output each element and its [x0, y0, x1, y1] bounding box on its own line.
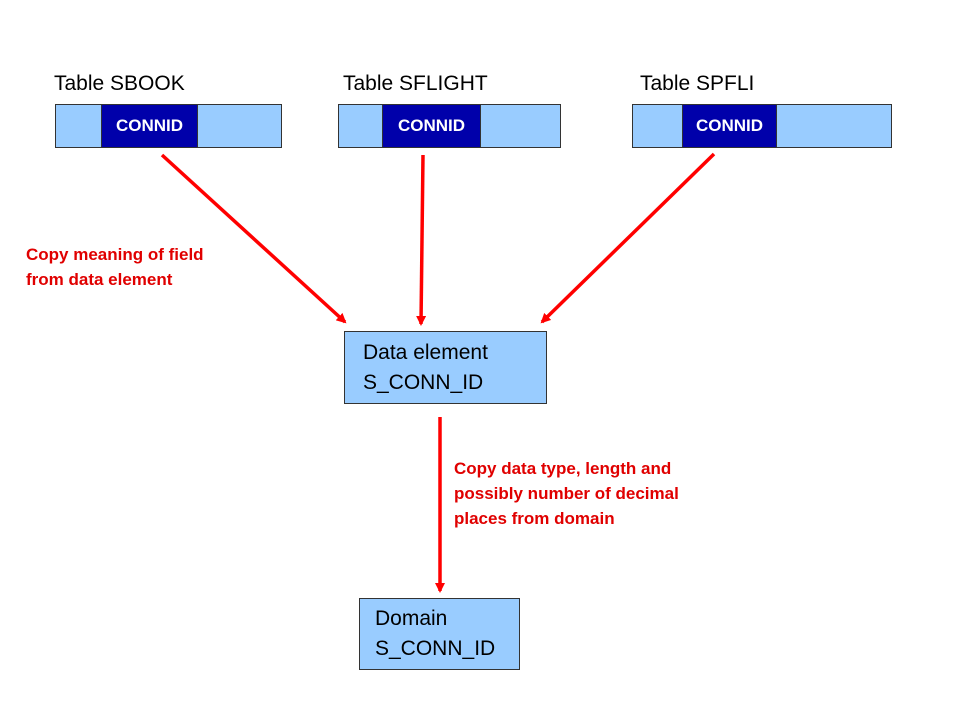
table-sbook-connid-field: CONNID	[101, 104, 198, 148]
datatype-annotation-line-1: Copy data type, length and	[454, 459, 672, 478]
meaning-annotation-line-2: from data element	[26, 270, 173, 289]
table-sbook-bar: CONNID	[55, 104, 282, 148]
data-element-label: Data element	[363, 341, 488, 364]
data-element-name: S_CONN_ID	[363, 371, 484, 394]
datatype-annotation-line-3: places from domain	[454, 509, 615, 528]
domain-label: Domain	[375, 607, 448, 630]
datatype-annotation-line-2: possibly number of decimal	[454, 484, 679, 503]
table-sflight-title: Table SFLIGHT	[343, 72, 488, 95]
arrow-spfli-to-data-element	[540, 152, 716, 324]
data-element-box: Data element S_CONN_ID	[344, 331, 547, 404]
table-spfli-connid-field: CONNID	[682, 104, 777, 148]
arrow-sflight-to-data-element	[416, 154, 427, 326]
meaning-annotation-line-1: Copy meaning of field	[26, 245, 204, 264]
domain-name: S_CONN_ID	[375, 637, 496, 660]
table-sflight-connid-field: CONNID	[382, 104, 481, 148]
table-sbook-title: Table SBOOK	[54, 72, 185, 95]
arrow-sbook-to-data-element	[160, 153, 347, 324]
table-spfli-bar: CONNID	[632, 104, 892, 148]
domain-box: Domain S_CONN_ID	[359, 598, 520, 670]
datatype-annotation: Copy data type, length and possibly numb…	[454, 456, 679, 531]
table-spfli-title: Table SPFLI	[640, 72, 755, 95]
table-sflight-bar: CONNID	[338, 104, 561, 148]
meaning-annotation: Copy meaning of field from data element	[26, 242, 204, 292]
